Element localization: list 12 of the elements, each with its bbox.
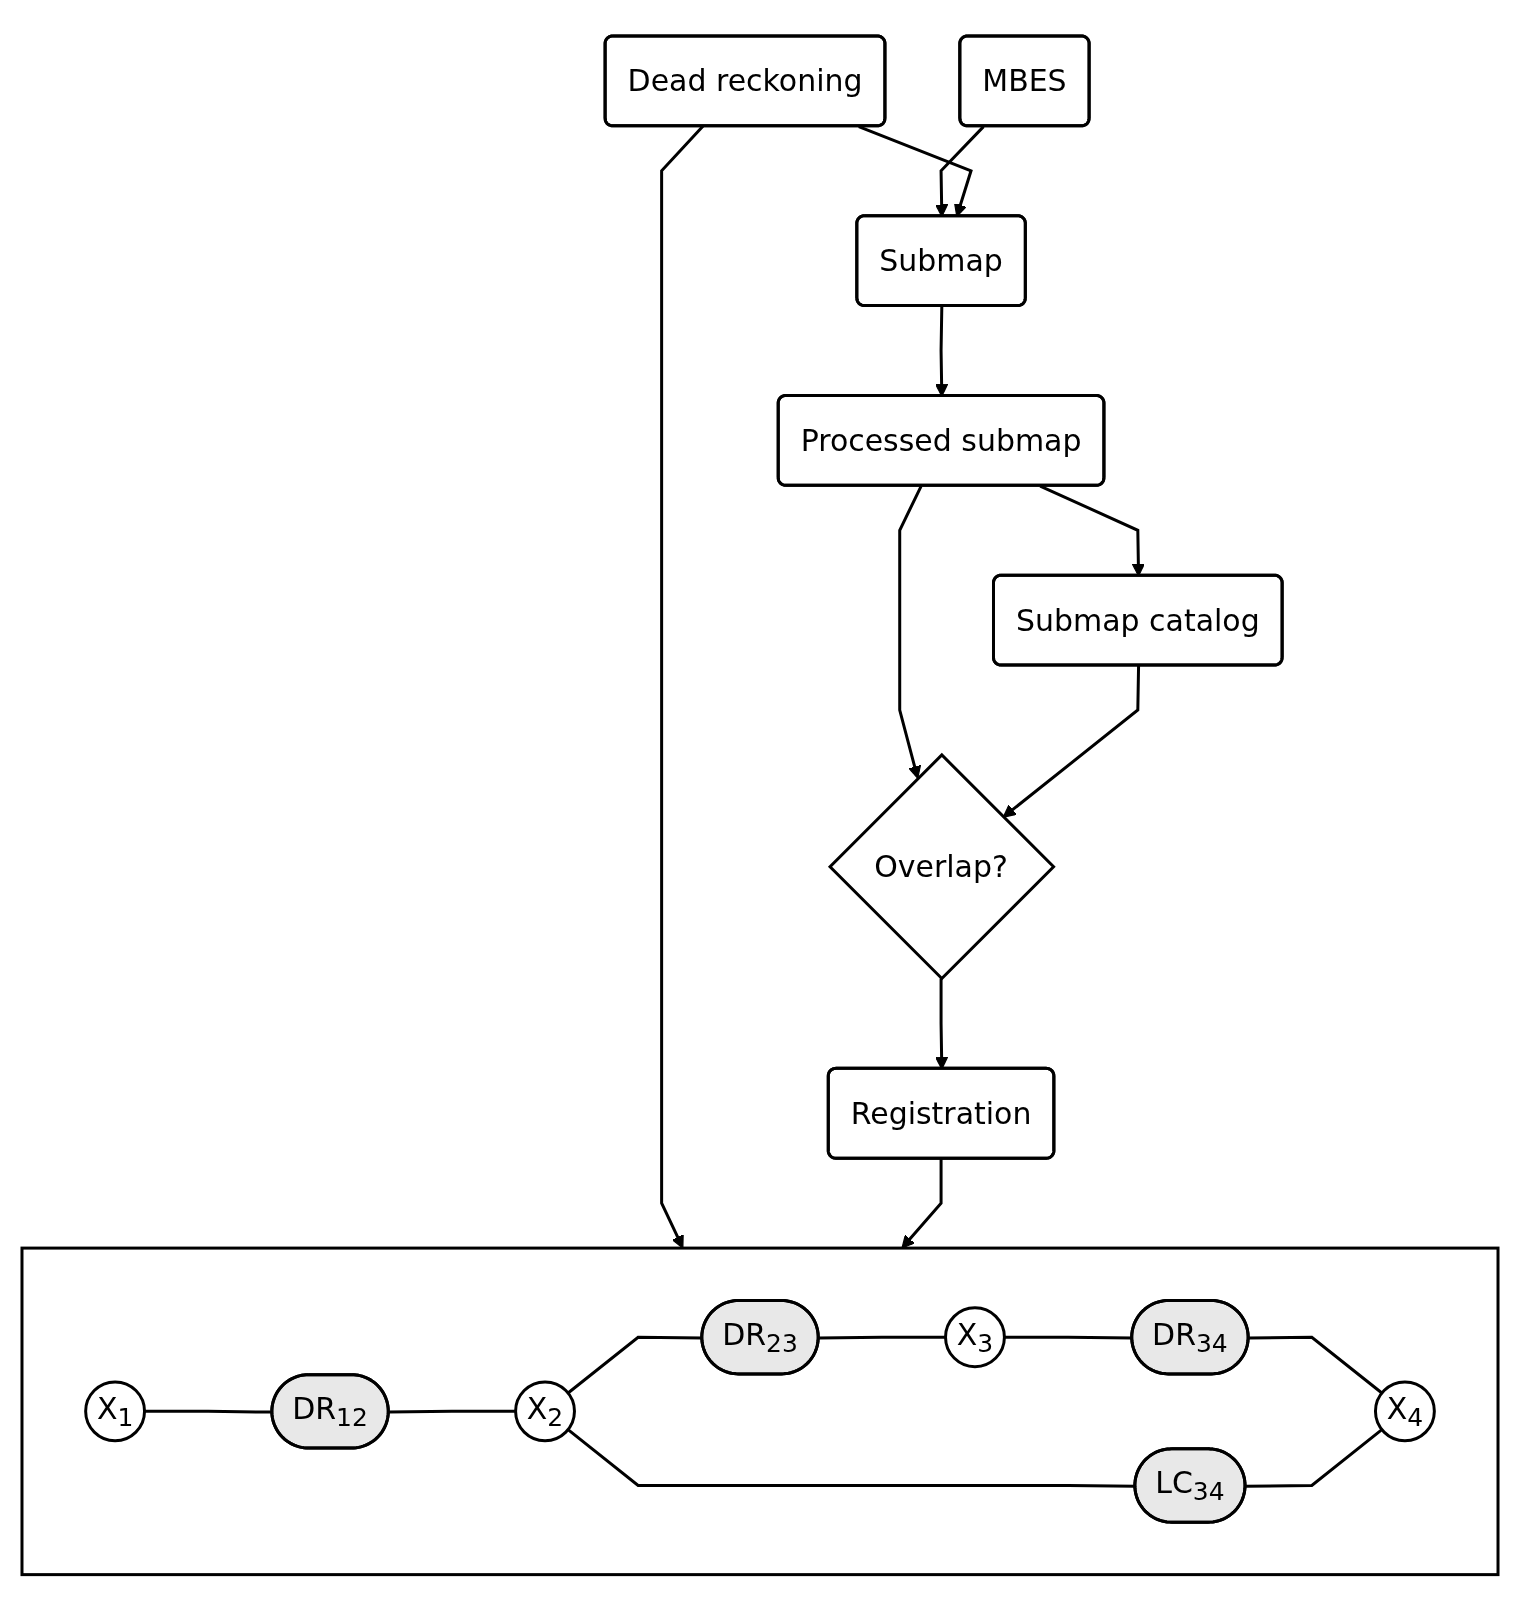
node-circle: X$_{2}$ — [514, 1380, 576, 1442]
node-circle: X$_{4}$ — [1373, 1380, 1436, 1442]
connector — [818, 1335, 946, 1340]
node-circle: X$_{3}$ — [944, 1305, 1006, 1368]
cluster — [20, 1246, 1500, 1576]
connector — [1245, 1428, 1383, 1488]
node-diamond: Overlap? — [827, 752, 1056, 981]
node-circle: X$_{1}$ — [84, 1380, 147, 1442]
connector — [389, 1409, 516, 1414]
arrow — [898, 485, 923, 779]
connector — [1248, 1335, 1383, 1394]
arrow — [1002, 665, 1141, 818]
